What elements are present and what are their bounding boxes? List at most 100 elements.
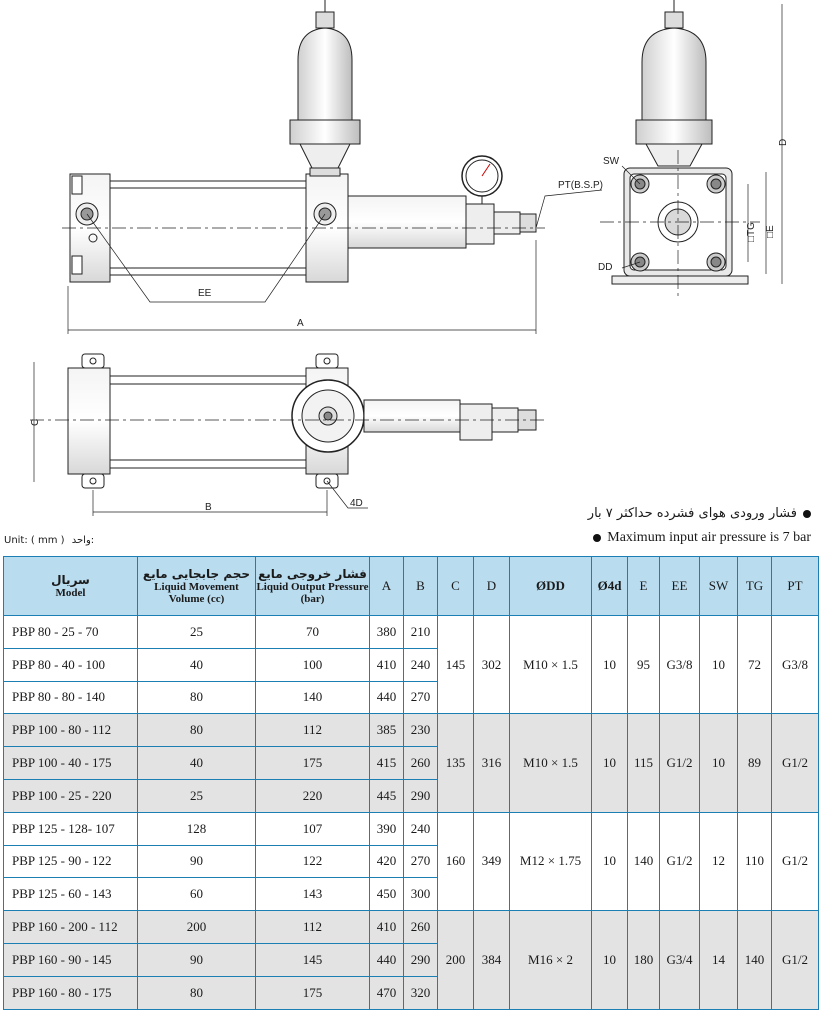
cell-pressure: 220: [255, 778, 370, 813]
cell-a: 415: [369, 746, 404, 780]
cell-model: PBP 160 - 200 - 112: [3, 910, 138, 944]
cell-a: 420: [369, 844, 404, 879]
cell-pressure: 112: [255, 910, 370, 944]
technical-drawing: EE A PT(B.S.P) SW DD □TG □E D C B 4D: [30, 0, 789, 516]
cell-b: 240: [403, 647, 438, 682]
cell-sw: 12: [699, 811, 738, 912]
cell-odd: M10 × 1.5: [509, 713, 592, 813]
cell-b: 270: [403, 680, 438, 715]
label-pt: PT(B.S.P): [558, 180, 603, 191]
col-e: E: [627, 556, 660, 616]
cell-odd: M16 × 2: [509, 910, 592, 1010]
cell-b: 300: [403, 877, 438, 912]
cell-pt: G1/2: [771, 910, 819, 1010]
cell-c: 135: [437, 713, 474, 813]
cell-b: 320: [403, 975, 438, 1010]
label-e: □E: [765, 225, 776, 238]
cell-pressure: 122: [255, 844, 370, 879]
cell-tg: 140: [737, 910, 772, 1010]
cell-volume: 80: [137, 680, 256, 715]
cell-d: 349: [473, 811, 510, 912]
cell-ee: G1/2: [659, 811, 700, 912]
cell-model: PBP 160 - 80 - 175: [3, 975, 138, 1010]
col-pt: PT: [771, 556, 819, 616]
cell-volume: 80: [137, 713, 256, 748]
cell-c: 200: [437, 910, 474, 1010]
cell-d: 384: [473, 910, 510, 1010]
cell-pt: G3/8: [771, 614, 819, 715]
col-a: A: [369, 556, 404, 616]
cell-a: 445: [369, 778, 404, 813]
cell-model: PBP 125 - 128- 107: [3, 811, 138, 846]
cell-pt: G1/2: [771, 811, 819, 912]
cell-o4d: 10: [591, 811, 628, 912]
top-view: [30, 353, 545, 516]
cell-model: PBP 125 - 60 - 143: [3, 877, 138, 912]
cell-pressure: 175: [255, 975, 370, 1010]
cell-odd: M12 × 1.75: [509, 811, 592, 912]
cell-tg: 110: [737, 811, 772, 912]
cell-volume: 60: [137, 877, 256, 912]
cell-model: PBP 100 - 40 - 175: [3, 746, 138, 780]
cell-pressure: 112: [255, 713, 370, 748]
cell-sw: 14: [699, 910, 738, 1010]
cell-sw: 10: [699, 713, 738, 813]
cell-a: 385: [369, 713, 404, 748]
label-d: D: [778, 139, 789, 146]
cell-a: 410: [369, 647, 404, 682]
label-4d: 4D: [350, 498, 363, 509]
cell-pressure: 100: [255, 647, 370, 682]
cell-a: 380: [369, 615, 404, 649]
col-c: C: [437, 556, 474, 616]
label-sw: SW: [603, 156, 620, 167]
note-english: Maximum input air pressure is 7 bar: [593, 530, 811, 546]
cell-model: PBP 160 - 90 - 145: [3, 942, 138, 977]
cell-a: 440: [369, 942, 404, 977]
cell-volume: 90: [137, 844, 256, 879]
col-o4d: Ø4d: [591, 556, 628, 616]
col-sw: SW: [699, 556, 738, 616]
cell-pt: G1/2: [771, 713, 819, 813]
unit-label: Unit: ( mm ) واحد:: [4, 535, 98, 546]
col-b: B: [403, 556, 438, 616]
cell-tg: 72: [737, 614, 772, 715]
unit-fa: واحد:: [71, 535, 95, 546]
label-tg: □TG: [746, 222, 757, 242]
label-b: B: [205, 502, 212, 513]
cell-b: 290: [403, 942, 438, 977]
cell-model: PBP 80 - 25 - 70: [3, 615, 138, 649]
cell-a: 410: [369, 910, 404, 944]
cell-a: 440: [369, 680, 404, 715]
cell-model: PBP 80 - 80 - 140: [3, 680, 138, 715]
cell-model: PBP 100 - 25 - 220: [3, 778, 138, 813]
cell-b: 270: [403, 844, 438, 879]
cell-b: 240: [403, 811, 438, 846]
cell-a: 470: [369, 975, 404, 1010]
cell-b: 290: [403, 778, 438, 813]
cell-a: 450: [369, 877, 404, 912]
col-d: D: [473, 556, 510, 616]
cell-volume: 40: [137, 647, 256, 682]
cell-volume: 25: [137, 778, 256, 813]
cell-o4d: 10: [591, 614, 628, 715]
cell-e: 115: [627, 713, 660, 813]
col-odd: ØDD: [509, 556, 592, 616]
cell-b: 230: [403, 713, 438, 748]
cell-e: 180: [627, 910, 660, 1010]
cell-ee: G1/2: [659, 713, 700, 813]
cell-volume: 90: [137, 942, 256, 977]
cell-volume: 25: [137, 615, 256, 649]
cell-e: 95: [627, 614, 660, 715]
cell-b: 260: [403, 910, 438, 944]
